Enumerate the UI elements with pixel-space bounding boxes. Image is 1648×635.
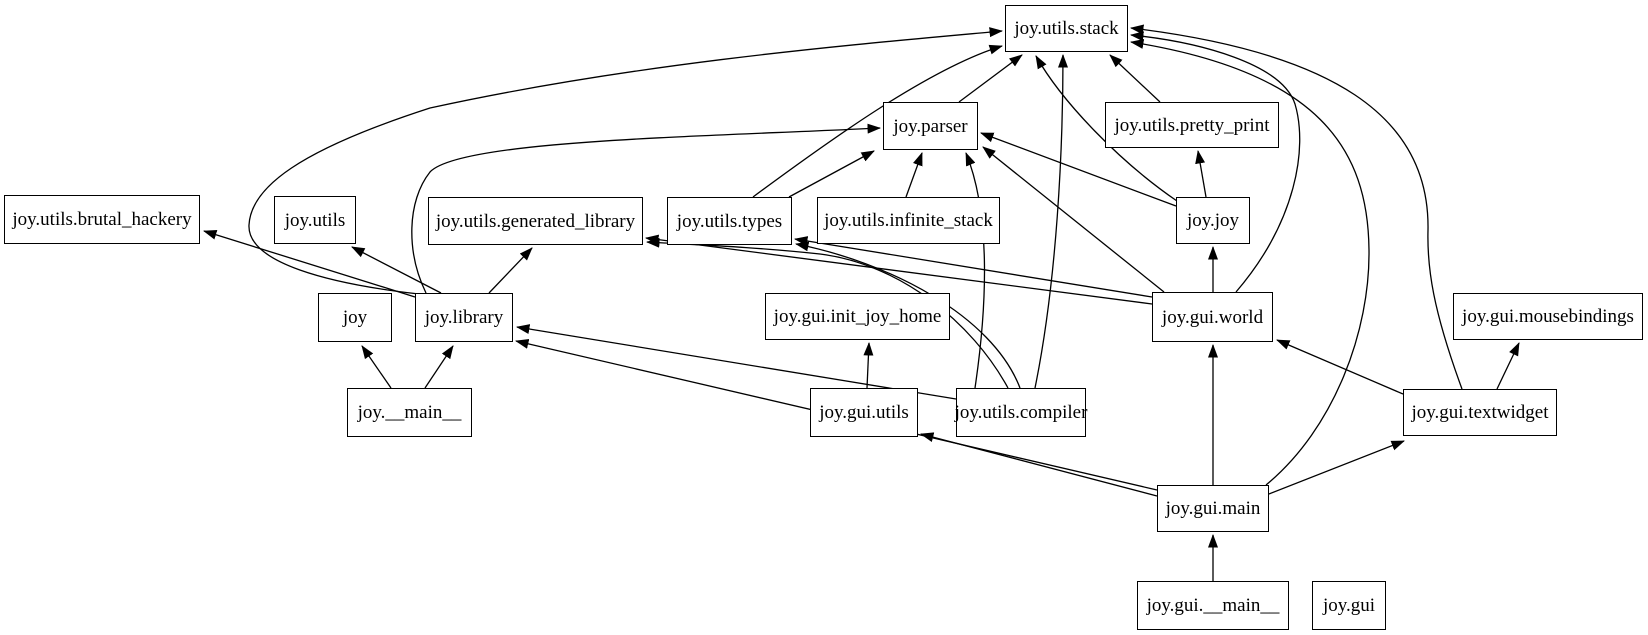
edge-joy-library-to-joy-parser xyxy=(411,123,881,294)
edge-joy-gui-world-to-joy-utils-generated-library xyxy=(645,234,1153,305)
node-joy-library: joy.library xyxy=(415,293,513,342)
node-joy-utils-pretty-print: joy.utils.pretty_print xyxy=(1105,102,1279,148)
edge-joy-gui-world-to-joy-utils-types xyxy=(794,236,1153,298)
node-joy-gui-mousebindings: joy.gui.mousebindings xyxy=(1453,293,1643,340)
node-joy-parser: joy.parser xyxy=(883,102,978,150)
node-joy-gui-init-joy-home: joy.gui.init_joy_home xyxy=(765,293,950,340)
node-joy-gui-main: joy.gui.main xyxy=(1157,485,1269,532)
edge-joy-gui-world-to-joy-parser xyxy=(982,146,1165,293)
node-joy-utils-types: joy.utils.types xyxy=(667,197,792,245)
edge-joy-gui-main-to-joy-gui-textwidget xyxy=(1268,440,1405,495)
edge-joy-utils-types-to-joy-parser xyxy=(788,150,875,198)
edge-joy-gui-utils-to-joy-gui-init-joy-home xyxy=(863,342,874,389)
edge-joy-joy-to-joy-parser xyxy=(980,132,1177,207)
edge-joy-joy-to-joy-utils-stack xyxy=(1035,55,1178,202)
edge-joy-joy-to-joy-utils-pretty-print xyxy=(1195,150,1207,198)
edge-joy-utils-compiler-to-joy-library xyxy=(516,324,957,400)
edge-joy-gui-textwidget-to-joy-gui-world xyxy=(1276,339,1404,395)
node-joy-joy: joy.joy xyxy=(1176,197,1250,244)
node-joy-utils-brutal-hackery: joy.utils.brutal_hackery xyxy=(4,195,200,244)
node-joy-gui-world: joy.gui.world xyxy=(1152,292,1273,342)
edge-joy-utils-infinite-stack-to-joy-parser xyxy=(905,152,923,198)
node-joy-gui-utils: joy.gui.utils xyxy=(810,388,918,437)
node-joy: joy xyxy=(318,293,392,342)
node-joy-main-module: joy.__main__ xyxy=(347,388,472,437)
edge-joy-parser-to-joy-utils-stack xyxy=(958,54,1023,103)
node-joy-gui: joy.gui xyxy=(1312,581,1386,630)
edge-joy-gui-main-to-joy-utils-stack xyxy=(1130,39,1370,486)
edge-joy-utils-compiler-to-joy-parser xyxy=(965,152,986,389)
edge-joy-main-module-to-joy xyxy=(361,345,392,389)
edge-joy-library-to-joy-utils-brutal-hackery xyxy=(203,229,416,298)
node-joy-utils: joy.utils xyxy=(274,196,356,244)
node-joy-utils-compiler: joy.utils.compiler xyxy=(955,388,1087,437)
edge-joy-utils-pretty-print-to-joy-utils-stack xyxy=(1109,54,1161,103)
edge-joy-gui-textwidget-to-joy-utils-stack xyxy=(1130,24,1463,390)
node-joy-utils-infinite-stack: joy.utils.infinite_stack xyxy=(817,197,1000,244)
edge-joy-library-to-joy-utils-generated-library xyxy=(488,247,533,294)
edge-joy-gui-world-to-joy-utils-stack xyxy=(1130,31,1301,293)
edge-joy-main-module-to-joy-library xyxy=(424,345,454,389)
node-joy-gui-main-module: joy.gui.__main__ xyxy=(1137,581,1289,630)
edge-joy-gui-textwidget-to-joy-gui-mousebindings xyxy=(1496,342,1520,390)
node-joy-utils-generated-library: joy.utils.generated_library xyxy=(428,197,643,245)
edge-joy-library-to-joy-utils xyxy=(351,246,442,294)
edge-joy-utils-compiler-to-joy-utils-stack xyxy=(1034,54,1068,389)
node-joy-gui-textwidget: joy.gui.textwidget xyxy=(1403,389,1557,436)
edge-joy-library-to-joy-utils-stack xyxy=(248,27,1003,295)
edge-joy-utils-types-to-joy-utils-stack xyxy=(752,44,1003,198)
node-joy-utils-stack: joy.utils.stack xyxy=(1005,5,1128,52)
